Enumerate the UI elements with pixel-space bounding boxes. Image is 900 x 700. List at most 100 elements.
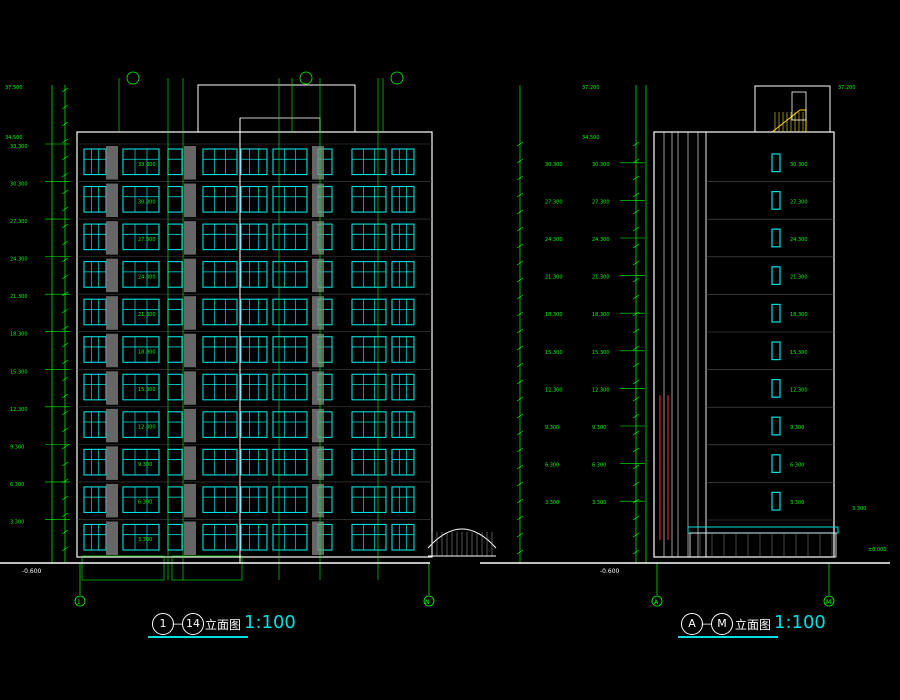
side-window [771, 491, 781, 511]
roof-level-label-right: 37.200 [838, 85, 856, 91]
balcony-panel [312, 408, 324, 443]
dim-tick [632, 396, 640, 402]
window [391, 486, 415, 514]
dim-tick [516, 311, 524, 317]
balcony-panel [312, 333, 324, 368]
window [122, 486, 160, 514]
dim-tick [632, 430, 640, 436]
middle-level-label: 12.300 [545, 387, 563, 393]
window [122, 523, 160, 551]
roof-marker [390, 71, 404, 85]
balcony-panel [184, 333, 196, 368]
floor-elevation-label: 3.300 [138, 537, 152, 543]
window [240, 261, 268, 288]
window [83, 223, 107, 251]
window [272, 336, 308, 363]
balcony-panel [106, 258, 118, 293]
floor-elevation-label: 33.300 [138, 162, 156, 168]
dim-tick [632, 515, 640, 521]
side-main-volume [705, 131, 835, 558]
roof-stair-tower [197, 84, 356, 132]
balcony-panel [184, 483, 196, 518]
scale-front: 1:100 [244, 612, 296, 633]
balcony-panel [106, 333, 118, 368]
window [202, 223, 238, 251]
window [202, 148, 238, 176]
floor-elevation-label: 27.300 [790, 199, 808, 205]
left-level-label: 3.300 [592, 500, 606, 506]
axis-bubble [74, 595, 86, 607]
middle-level-label: 24.300 [545, 237, 563, 243]
window [351, 185, 387, 213]
dim-tick [632, 226, 640, 232]
window [240, 185, 268, 213]
side-window [771, 266, 781, 285]
axis-start-circle-side: A [681, 613, 703, 635]
dim-tick [632, 481, 640, 487]
window [122, 448, 160, 476]
floor-elevation-label: 30.300 [790, 162, 808, 168]
dim-tick [61, 104, 69, 110]
left-level-label: 33.300 [10, 144, 28, 150]
floor-elevation-label: 18.300 [138, 350, 156, 356]
balcony-panel [106, 183, 118, 218]
window [122, 148, 160, 176]
roof-parapet [239, 117, 321, 133]
balcony-panel [312, 521, 324, 555]
window [83, 411, 107, 438]
dim-tick [61, 138, 69, 144]
dim-tick [61, 291, 69, 297]
left-level-label: 27.300 [10, 219, 28, 225]
dim-tick [632, 413, 640, 419]
window [83, 185, 107, 213]
window [83, 336, 107, 363]
dim-tick [61, 206, 69, 212]
window [240, 523, 268, 551]
window [83, 373, 107, 401]
window [167, 486, 183, 514]
dim-tick [632, 532, 640, 538]
dim-tick [516, 141, 524, 147]
balcony-panel [106, 221, 118, 255]
dim-tick [632, 549, 640, 555]
window [167, 185, 183, 213]
window [122, 298, 160, 326]
balcony-panel [184, 296, 196, 330]
window [351, 523, 387, 551]
dim-tick [516, 345, 524, 351]
window [202, 373, 238, 401]
window [240, 411, 268, 438]
balcony-panel [312, 296, 324, 330]
left-level-label: 15.300 [10, 369, 28, 375]
dim-tick [516, 294, 524, 300]
window [167, 223, 183, 251]
dim-tick [516, 464, 524, 470]
balcony-panel [106, 483, 118, 518]
dim-tick [61, 274, 69, 280]
balcony-panel [184, 521, 196, 555]
front-facade-outline [76, 131, 433, 558]
window [167, 523, 183, 551]
left-level-label: 6.300 [592, 463, 606, 469]
balcony-panel [312, 221, 324, 255]
balcony-panel [312, 483, 324, 518]
window [391, 185, 415, 213]
floor-elevation-label: 9.300 [790, 425, 804, 431]
balcony-panel [184, 408, 196, 443]
drawing-title-front: 立面图 [205, 618, 242, 632]
axis-dash: — [172, 617, 183, 630]
middle-level-label: 27.300 [545, 199, 563, 205]
left-level-label: 24.300 [592, 237, 610, 243]
side-window [771, 416, 781, 436]
left-level-label: 9.300 [592, 425, 606, 431]
front-elevation: 33.30033.30030.30030.30027.30027.30024.3… [5, 71, 497, 607]
window [391, 523, 415, 551]
side-window [771, 341, 781, 361]
dim-tick [516, 447, 524, 453]
dim-tick [632, 175, 640, 181]
window [83, 148, 107, 176]
floor-elevation-label: 12.300 [790, 387, 808, 393]
window [122, 373, 160, 401]
window [167, 298, 183, 326]
